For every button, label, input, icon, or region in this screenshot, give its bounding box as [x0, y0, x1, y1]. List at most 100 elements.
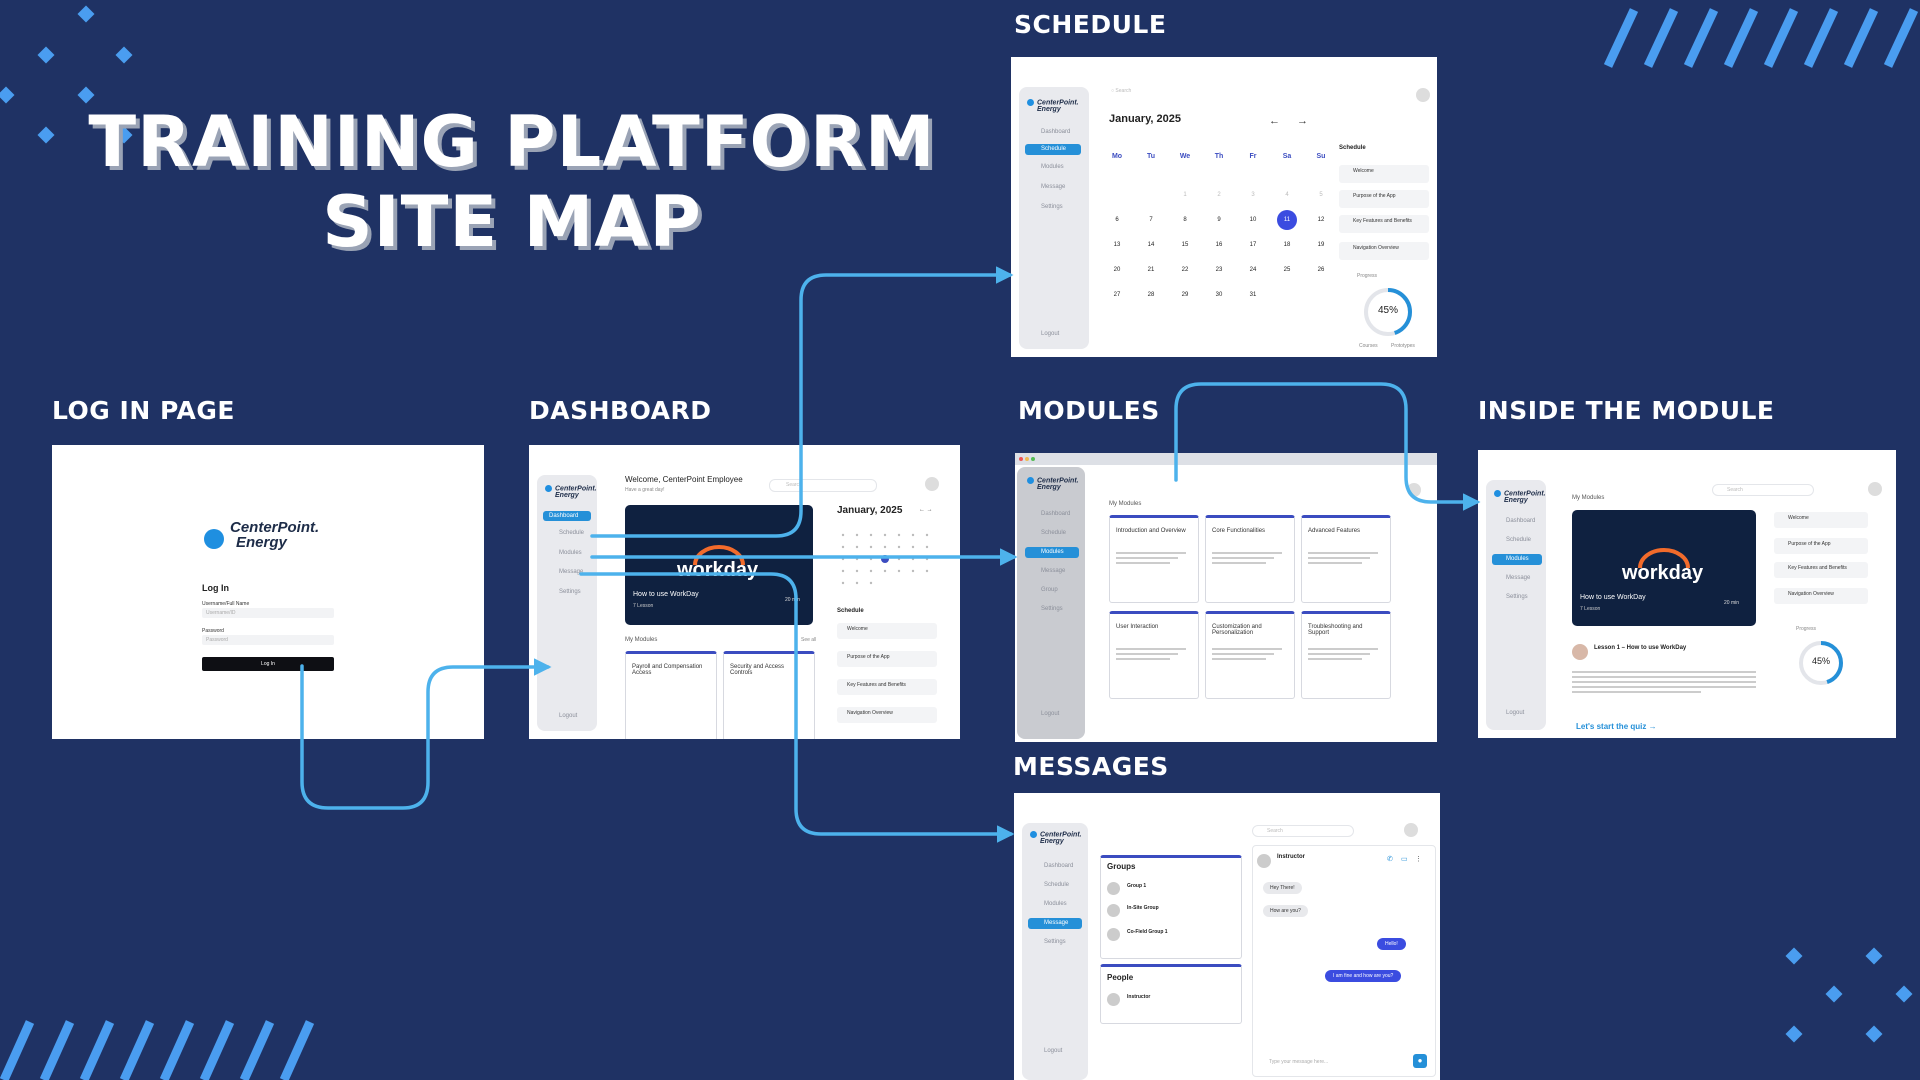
- module-card[interactable]: Customization and Personalization: [1205, 611, 1295, 699]
- group-name[interactable]: Group 1: [1127, 883, 1147, 889]
- group-name[interactable]: In-Site Group: [1127, 905, 1159, 911]
- calendar-day[interactable]: 23: [1215, 267, 1223, 273]
- nav-modules[interactable]: Modules: [1492, 554, 1542, 565]
- nav-dashboard[interactable]: Dashboard: [1044, 863, 1074, 869]
- calendar-day[interactable]: 15: [1181, 242, 1189, 248]
- nav-dashboard[interactable]: Dashboard: [1041, 129, 1071, 135]
- calendar-day[interactable]: 8: [1183, 217, 1187, 223]
- search-input[interactable]: Search: [1712, 484, 1814, 496]
- schedule-item[interactable]: Key Features and Benefits: [1339, 215, 1429, 233]
- see-all-link[interactable]: See all: [801, 637, 817, 643]
- nav-message[interactable]: Message: [559, 569, 584, 575]
- avatar[interactable]: [1407, 483, 1421, 497]
- nav-message[interactable]: Message: [1041, 184, 1066, 190]
- module-card[interactable]: Core Functionalities: [1205, 515, 1295, 603]
- calendar-day[interactable]: 26: [1317, 267, 1325, 273]
- schedule-item[interactable]: Welcome: [1774, 512, 1868, 528]
- group-name[interactable]: Co-Field Group 1: [1127, 929, 1168, 935]
- calendar-prev-next-icon[interactable]: ← →: [919, 507, 933, 513]
- calendar-day[interactable]: 11: [1277, 210, 1297, 230]
- nav-logout[interactable]: Logout: [1044, 1048, 1063, 1054]
- calendar-day[interactable]: 17: [1249, 242, 1257, 248]
- nav-settings[interactable]: Settings: [1044, 939, 1066, 945]
- nav-schedule[interactable]: Schedule: [1506, 537, 1532, 543]
- message-input[interactable]: Type your message here...: [1259, 1056, 1383, 1068]
- calendar-day[interactable]: 13: [1113, 242, 1121, 248]
- avatar[interactable]: [925, 477, 939, 491]
- nav-logout[interactable]: Logout: [559, 713, 578, 719]
- nav-modules[interactable]: Modules: [1025, 547, 1079, 558]
- calendar-day[interactable]: 5: [1319, 192, 1323, 198]
- module-card[interactable]: Introduction and Overview: [1109, 515, 1199, 603]
- schedule-item[interactable]: Key Features and Benefits: [837, 679, 937, 695]
- nav-modules[interactable]: Modules: [559, 550, 582, 556]
- calendar-day[interactable]: 25: [1283, 267, 1291, 273]
- calendar-day[interactable]: 7: [1149, 217, 1153, 223]
- nav-message[interactable]: Message: [1041, 568, 1066, 574]
- module-card[interactable]: Troubleshooting and Support: [1301, 611, 1391, 699]
- more-icon[interactable]: ⋮: [1415, 856, 1422, 863]
- password-input[interactable]: Password: [202, 635, 334, 645]
- nav-settings[interactable]: Settings: [1041, 204, 1063, 210]
- calendar-day[interactable]: 30: [1215, 292, 1223, 298]
- close-icon[interactable]: [1019, 457, 1023, 461]
- schedule-item[interactable]: Key Features and Benefits: [1774, 562, 1868, 578]
- nav-group[interactable]: Group: [1041, 587, 1058, 593]
- module-card[interactable]: Payroll and Compensation Access: [625, 651, 717, 739]
- call-icon[interactable]: ✆: [1387, 856, 1393, 863]
- calendar-day[interactable]: 14: [1147, 242, 1155, 248]
- username-input[interactable]: Username/ID: [202, 608, 334, 618]
- course-card[interactable]: workday How to use WorkDay 7 Lesson 20 m…: [625, 505, 813, 625]
- schedule-item[interactable]: Purpose of the App: [1774, 538, 1868, 554]
- calendar-day[interactable]: 3: [1251, 192, 1255, 198]
- calendar-day[interactable]: 29: [1181, 292, 1189, 298]
- search-input[interactable]: ○ Search: [1111, 88, 1132, 94]
- nav-settings[interactable]: Settings: [1041, 606, 1063, 612]
- nav-dashboard[interactable]: Dashboard: [1041, 511, 1071, 517]
- calendar-day[interactable]: 20: [1113, 267, 1121, 273]
- search-input[interactable]: Search: [769, 479, 877, 492]
- nav-schedule[interactable]: Schedule: [559, 530, 585, 536]
- minimize-icon[interactable]: [1025, 457, 1029, 461]
- nav-settings[interactable]: Settings: [559, 589, 581, 595]
- start-quiz-link[interactable]: Let's start the quiz →: [1576, 722, 1657, 731]
- schedule-item[interactable]: Welcome: [837, 623, 937, 639]
- calendar-day[interactable]: 24: [1249, 267, 1257, 273]
- avatar[interactable]: [1404, 823, 1418, 837]
- schedule-item[interactable]: Purpose of the App: [1339, 190, 1429, 208]
- calendar-day[interactable]: 1: [1183, 192, 1187, 198]
- module-card[interactable]: Security and Access Controls: [723, 651, 815, 739]
- nav-dashboard[interactable]: Dashboard: [543, 511, 591, 521]
- calendar-day[interactable]: 22: [1181, 267, 1189, 273]
- maximize-icon[interactable]: [1031, 457, 1035, 461]
- nav-message[interactable]: Message: [1506, 575, 1531, 581]
- person-name[interactable]: Instructor: [1127, 994, 1151, 1000]
- microphone-icon[interactable]: ●: [1413, 1054, 1427, 1068]
- nav-logout[interactable]: Logout: [1041, 331, 1060, 337]
- calendar-next-icon[interactable]: →: [1297, 115, 1308, 127]
- nav-schedule[interactable]: Schedule: [1041, 530, 1067, 536]
- nav-schedule[interactable]: Schedule: [1044, 882, 1070, 888]
- schedule-item[interactable]: Welcome: [1339, 165, 1429, 183]
- nav-schedule[interactable]: Schedule: [1025, 144, 1081, 155]
- calendar-day[interactable]: 9: [1217, 217, 1221, 223]
- nav-dashboard[interactable]: Dashboard: [1506, 518, 1536, 524]
- calendar-day[interactable]: 19: [1317, 242, 1325, 248]
- calendar-day[interactable]: 10: [1249, 217, 1257, 223]
- nav-logout[interactable]: Logout: [1506, 710, 1525, 716]
- module-card[interactable]: Advanced Features: [1301, 515, 1391, 603]
- avatar[interactable]: [1416, 88, 1430, 102]
- calendar-day[interactable]: 31: [1249, 292, 1257, 298]
- course-card[interactable]: workday How to use WorkDay 7 Lesson 20 m…: [1572, 510, 1756, 626]
- calendar-day[interactable]: 28: [1147, 292, 1155, 298]
- schedule-item[interactable]: Purpose of the App: [837, 651, 937, 667]
- schedule-item[interactable]: Navigation Overview: [837, 707, 937, 723]
- calendar-day[interactable]: 27: [1113, 292, 1121, 298]
- schedule-item[interactable]: Navigation Overview: [1339, 242, 1429, 260]
- nav-logout[interactable]: Logout: [1041, 711, 1060, 717]
- schedule-item[interactable]: Navigation Overview: [1774, 588, 1868, 604]
- calendar-day[interactable]: 12: [1317, 217, 1325, 223]
- nav-settings[interactable]: Settings: [1506, 594, 1528, 600]
- search-input[interactable]: Search: [1252, 825, 1354, 837]
- calendar-day[interactable]: 4: [1285, 192, 1289, 198]
